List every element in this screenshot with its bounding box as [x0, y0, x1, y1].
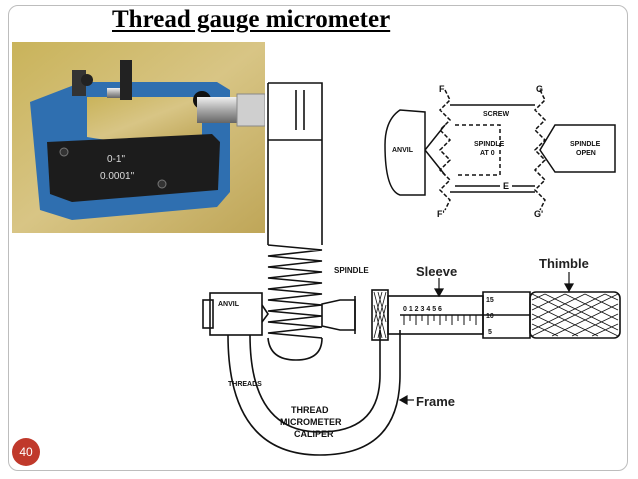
detail-e: E — [503, 181, 509, 191]
caliper-caption-3: CALIPER — [294, 429, 334, 439]
detail-f-bottom: F' — [437, 209, 445, 219]
detail-g-bottom: G' — [534, 209, 543, 219]
slide-title: Thread gauge micrometer — [112, 6, 391, 33]
thimble-scale-10: 10 — [486, 313, 494, 320]
page-number-badge: 40 — [12, 438, 40, 466]
caliper-anvil-label: ANVIL — [218, 301, 240, 308]
frame-callout: Frame — [416, 394, 456, 409]
thimble-scale-5: 5 — [488, 329, 492, 336]
photo-range-text: 0-1" — [107, 154, 125, 165]
caliper-threads-label: THREADS — [228, 381, 262, 388]
detail-f-top: F — [439, 84, 445, 94]
detail-g-top: G — [536, 84, 543, 94]
sleeve-scale: 0 1 2 3 4 5 6 — [403, 306, 442, 313]
slide-border — [8, 5, 628, 471]
photo-resolution-text: 0.0001" — [100, 171, 135, 182]
caliper-spindle-label: SPINDLE — [334, 266, 369, 275]
caliper-caption-1: THREAD — [291, 405, 329, 415]
detail-spindle-open-2: OPEN — [576, 150, 596, 157]
caliper-caption-2: MICROMETER — [280, 417, 342, 427]
detail-spindle-at0-2: AT 0 — [480, 150, 495, 157]
detail-screw: SCREW — [483, 111, 509, 118]
sleeve-callout: Sleeve — [416, 264, 458, 279]
detail-spindle-at0-1: SPINDLE — [474, 141, 505, 148]
thimble-callout: Thimble — [539, 256, 589, 271]
thimble-scale-15: 15 — [486, 297, 494, 304]
detail-anvil: ANVIL — [392, 147, 414, 154]
micrometer-photo: 0-1" 0.0001" — [12, 42, 265, 233]
detail-spindle-open-1: SPINDLE — [570, 141, 601, 148]
